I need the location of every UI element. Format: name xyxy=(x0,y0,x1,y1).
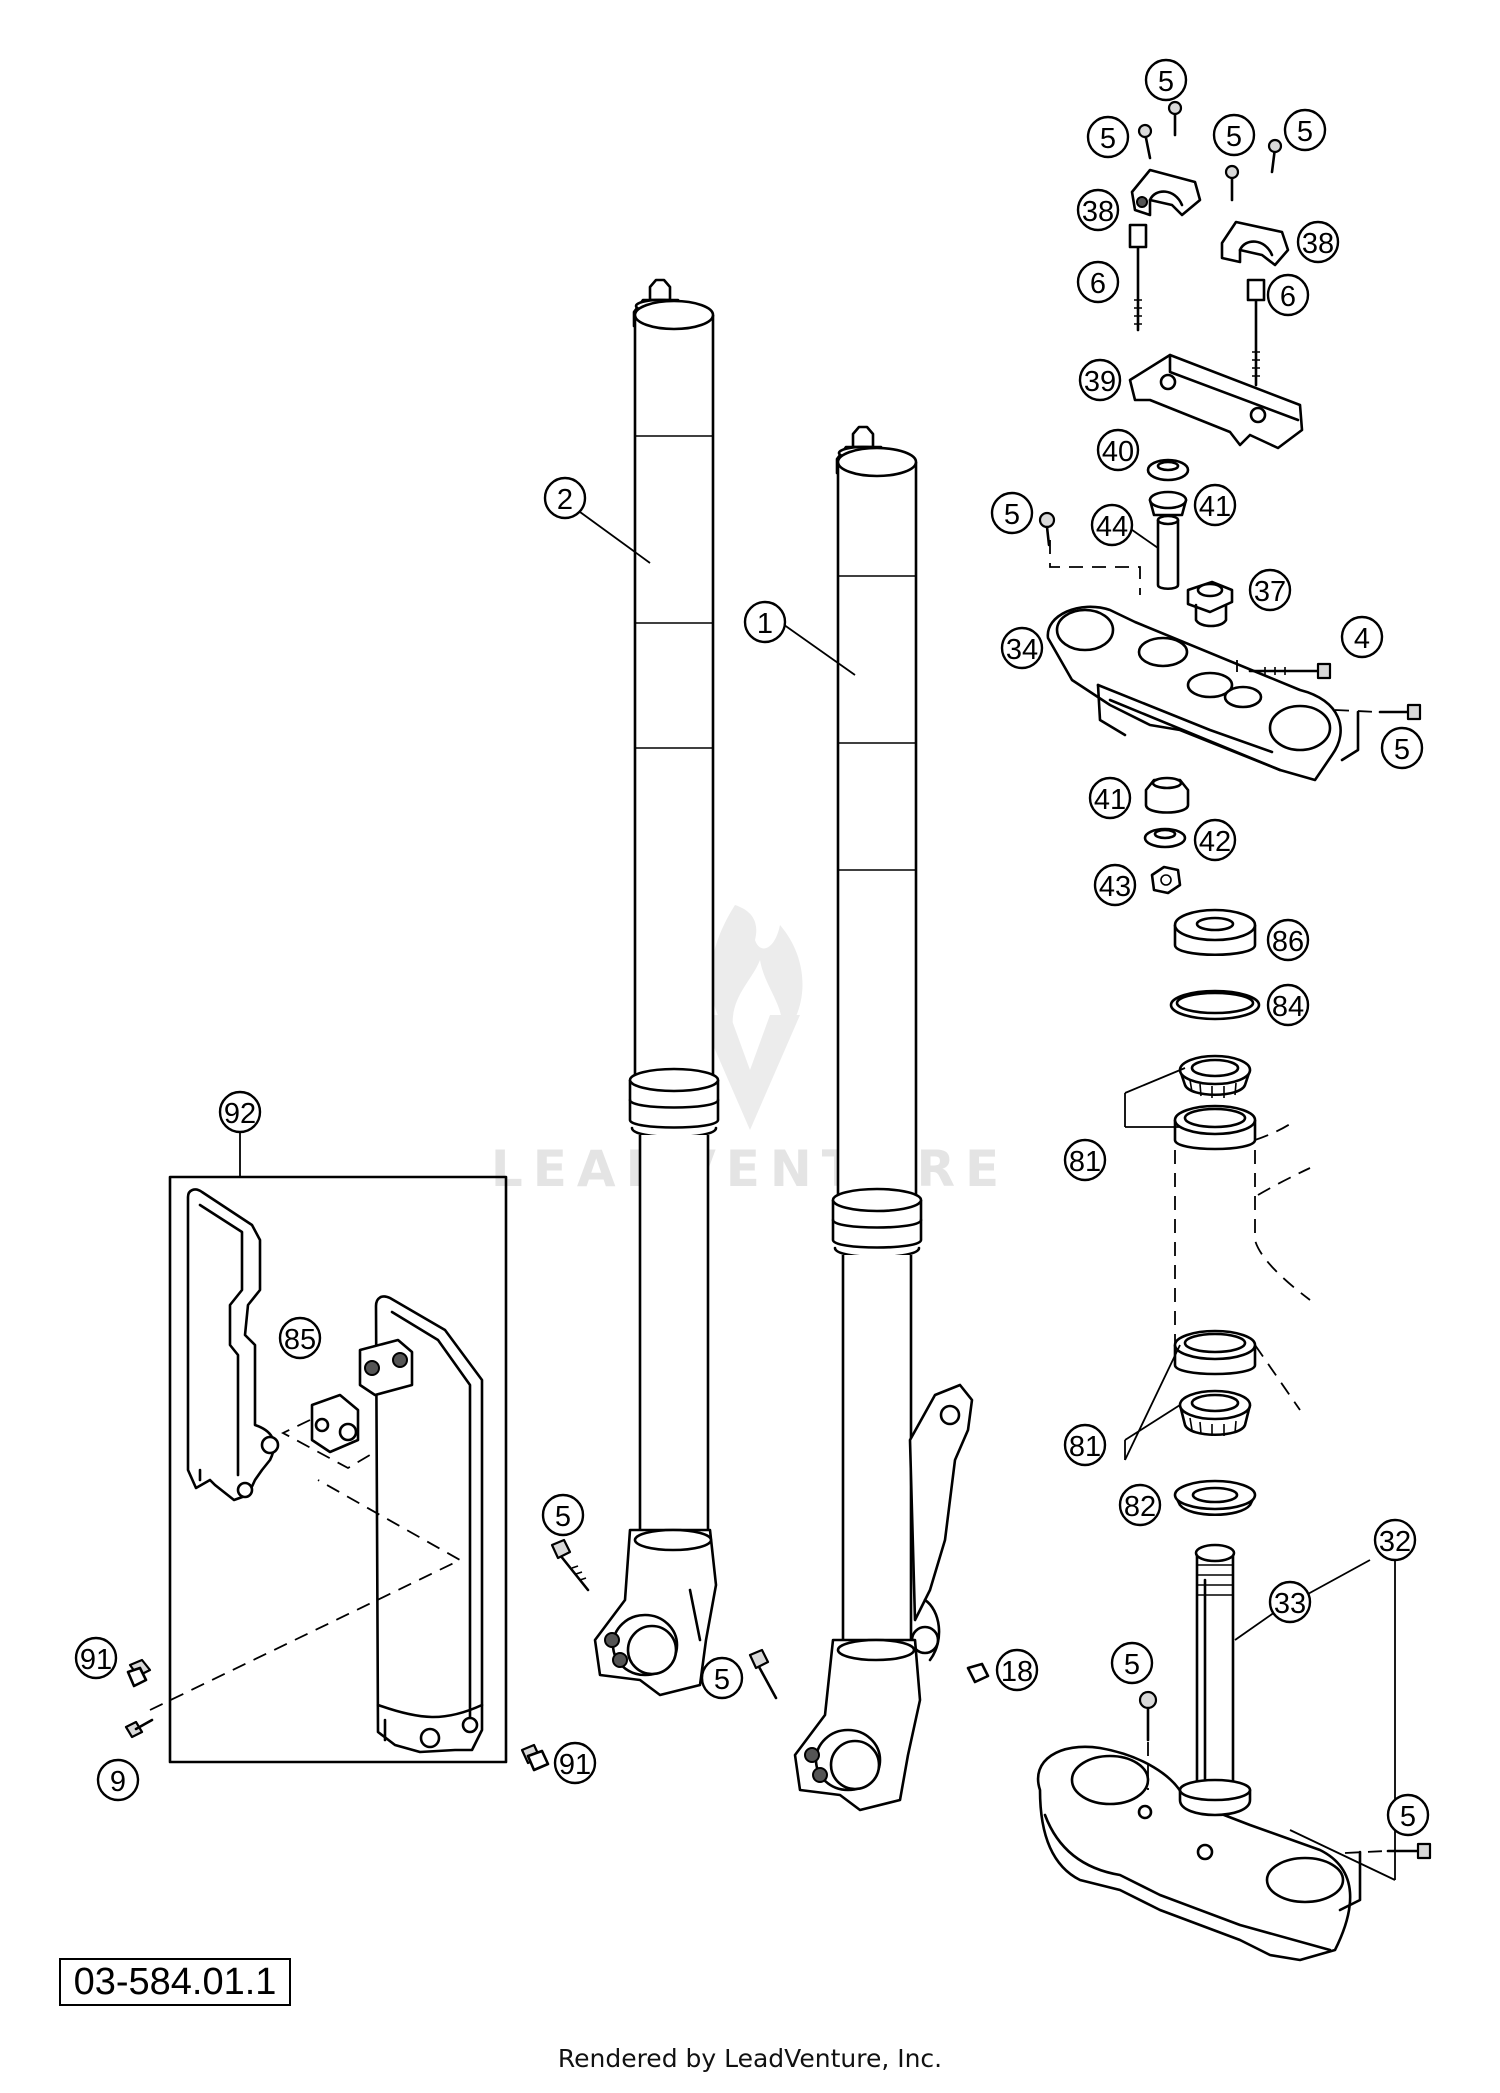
watermark-text: LEADVENTURE xyxy=(491,1140,1009,1198)
callout-4[interactable]: 4 xyxy=(1340,615,1384,659)
callout-34[interactable]: 34 xyxy=(1000,626,1044,670)
svg-text:40: 40 xyxy=(1102,436,1134,468)
svg-text:38: 38 xyxy=(1082,196,1114,228)
svg-text:1: 1 xyxy=(757,608,773,640)
svg-text:85: 85 xyxy=(284,1324,316,1356)
callout-9[interactable]: 9 xyxy=(96,1758,140,1802)
svg-text:86: 86 xyxy=(1272,926,1304,958)
callout-91-b[interactable]: 91 xyxy=(553,1741,597,1785)
svg-text:42: 42 xyxy=(1199,826,1231,858)
svg-text:41: 41 xyxy=(1199,491,1231,523)
callout-5-e[interactable]: 5 xyxy=(990,491,1034,535)
callout-81-b[interactable]: 81 xyxy=(1063,1423,1107,1467)
svg-text:92: 92 xyxy=(224,1098,256,1130)
svg-text:5: 5 xyxy=(714,1664,730,1696)
watermark: LEADVENTURE xyxy=(491,905,1009,1198)
svg-text:37: 37 xyxy=(1254,576,1286,608)
callout-32[interactable]: 32 xyxy=(1373,1518,1417,1562)
svg-text:38: 38 xyxy=(1302,228,1334,260)
svg-text:91: 91 xyxy=(559,1749,591,1781)
callout-82[interactable]: 82 xyxy=(1118,1483,1162,1527)
fork-leg-2 xyxy=(593,278,720,1697)
callout-2[interactable]: 2 xyxy=(543,476,587,520)
callout-5-i[interactable]: 5 xyxy=(541,1493,585,1537)
svg-text:32: 32 xyxy=(1379,1526,1411,1558)
reference-number: 03-584.01.1 xyxy=(59,1958,291,2006)
svg-text:6: 6 xyxy=(1280,281,1296,313)
callout-5-j[interactable]: 5 xyxy=(700,1656,744,1700)
callout-5-f[interactable]: 5 xyxy=(1380,726,1424,770)
callout-1[interactable]: 1 xyxy=(743,600,787,644)
callout-5-b[interactable]: 5 xyxy=(1086,115,1130,159)
svg-text:84: 84 xyxy=(1272,991,1304,1023)
svg-text:5: 5 xyxy=(1100,123,1116,155)
steering-head-area xyxy=(1169,908,1311,1517)
svg-text:5: 5 xyxy=(1226,121,1242,153)
lower-triple-clamp xyxy=(1036,1543,1432,1962)
callout-86[interactable]: 86 xyxy=(1266,918,1310,962)
handlebar-clamp-area xyxy=(1128,100,1304,450)
callout-6-a[interactable]: 6 xyxy=(1076,260,1120,304)
callout-5-g[interactable]: 5 xyxy=(1110,1641,1154,1685)
svg-text:5: 5 xyxy=(1394,734,1410,766)
svg-text:18: 18 xyxy=(1001,1656,1033,1688)
callout-41-a[interactable]: 41 xyxy=(1193,483,1237,527)
svg-text:5: 5 xyxy=(1400,1801,1416,1833)
svg-text:5: 5 xyxy=(1004,499,1020,531)
callout-85[interactable]: 85 xyxy=(278,1316,322,1360)
svg-text:34: 34 xyxy=(1006,634,1038,666)
fork-leg-1 xyxy=(793,425,974,1812)
footer-credit: Rendered by LeadVenture, Inc. xyxy=(557,2044,943,2073)
callout-39[interactable]: 39 xyxy=(1078,358,1122,402)
svg-text:6: 6 xyxy=(1090,268,1106,300)
svg-text:4: 4 xyxy=(1354,623,1370,655)
svg-text:9: 9 xyxy=(110,1766,126,1798)
svg-text:81: 81 xyxy=(1069,1431,1101,1463)
svg-text:82: 82 xyxy=(1124,1491,1156,1523)
callout-91-a[interactable]: 91 xyxy=(74,1636,118,1680)
svg-text:5: 5 xyxy=(1124,1649,1140,1681)
callout-5-c[interactable]: 5 xyxy=(1212,113,1256,157)
callout-81-a[interactable]: 81 xyxy=(1063,1138,1107,1182)
svg-text:43: 43 xyxy=(1099,871,1131,903)
callout-42[interactable]: 42 xyxy=(1193,818,1237,862)
svg-text:39: 39 xyxy=(1084,366,1116,398)
svg-text:44: 44 xyxy=(1096,511,1128,543)
svg-text:33: 33 xyxy=(1274,1588,1306,1620)
callout-41-b[interactable]: 41 xyxy=(1088,776,1132,820)
callout-43[interactable]: 43 xyxy=(1093,863,1137,907)
callout-33[interactable]: 33 xyxy=(1268,1580,1312,1624)
callout-40[interactable]: 40 xyxy=(1096,428,1140,472)
svg-text:2: 2 xyxy=(557,484,573,516)
callout-5-a[interactable]: 5 xyxy=(1144,58,1188,102)
callout-84[interactable]: 84 xyxy=(1266,983,1310,1027)
fork-guard-kit xyxy=(149,1175,508,1764)
svg-text:5: 5 xyxy=(1158,66,1174,98)
misc-bolts xyxy=(124,1538,990,1772)
kit-frame xyxy=(168,1175,508,1764)
svg-text:41: 41 xyxy=(1094,784,1126,816)
callout-5-h[interactable]: 5 xyxy=(1386,1793,1430,1837)
svg-text:5: 5 xyxy=(555,1501,571,1533)
callout-38-b[interactable]: 38 xyxy=(1296,220,1340,264)
svg-text:5: 5 xyxy=(1297,116,1313,148)
callout-18[interactable]: 18 xyxy=(995,1648,1039,1692)
callout-5-d[interactable]: 5 xyxy=(1283,108,1327,152)
svg-text:81: 81 xyxy=(1069,1146,1101,1178)
callout-38-a[interactable]: 38 xyxy=(1076,188,1120,232)
callout-6-b[interactable]: 6 xyxy=(1266,273,1310,317)
svg-text:91: 91 xyxy=(80,1644,112,1676)
callout-37[interactable]: 37 xyxy=(1248,568,1292,612)
upper-triple-clamp-area xyxy=(1038,458,1422,895)
callout-44[interactable]: 44 xyxy=(1090,503,1134,547)
callout-92[interactable]: 92 xyxy=(218,1090,262,1134)
